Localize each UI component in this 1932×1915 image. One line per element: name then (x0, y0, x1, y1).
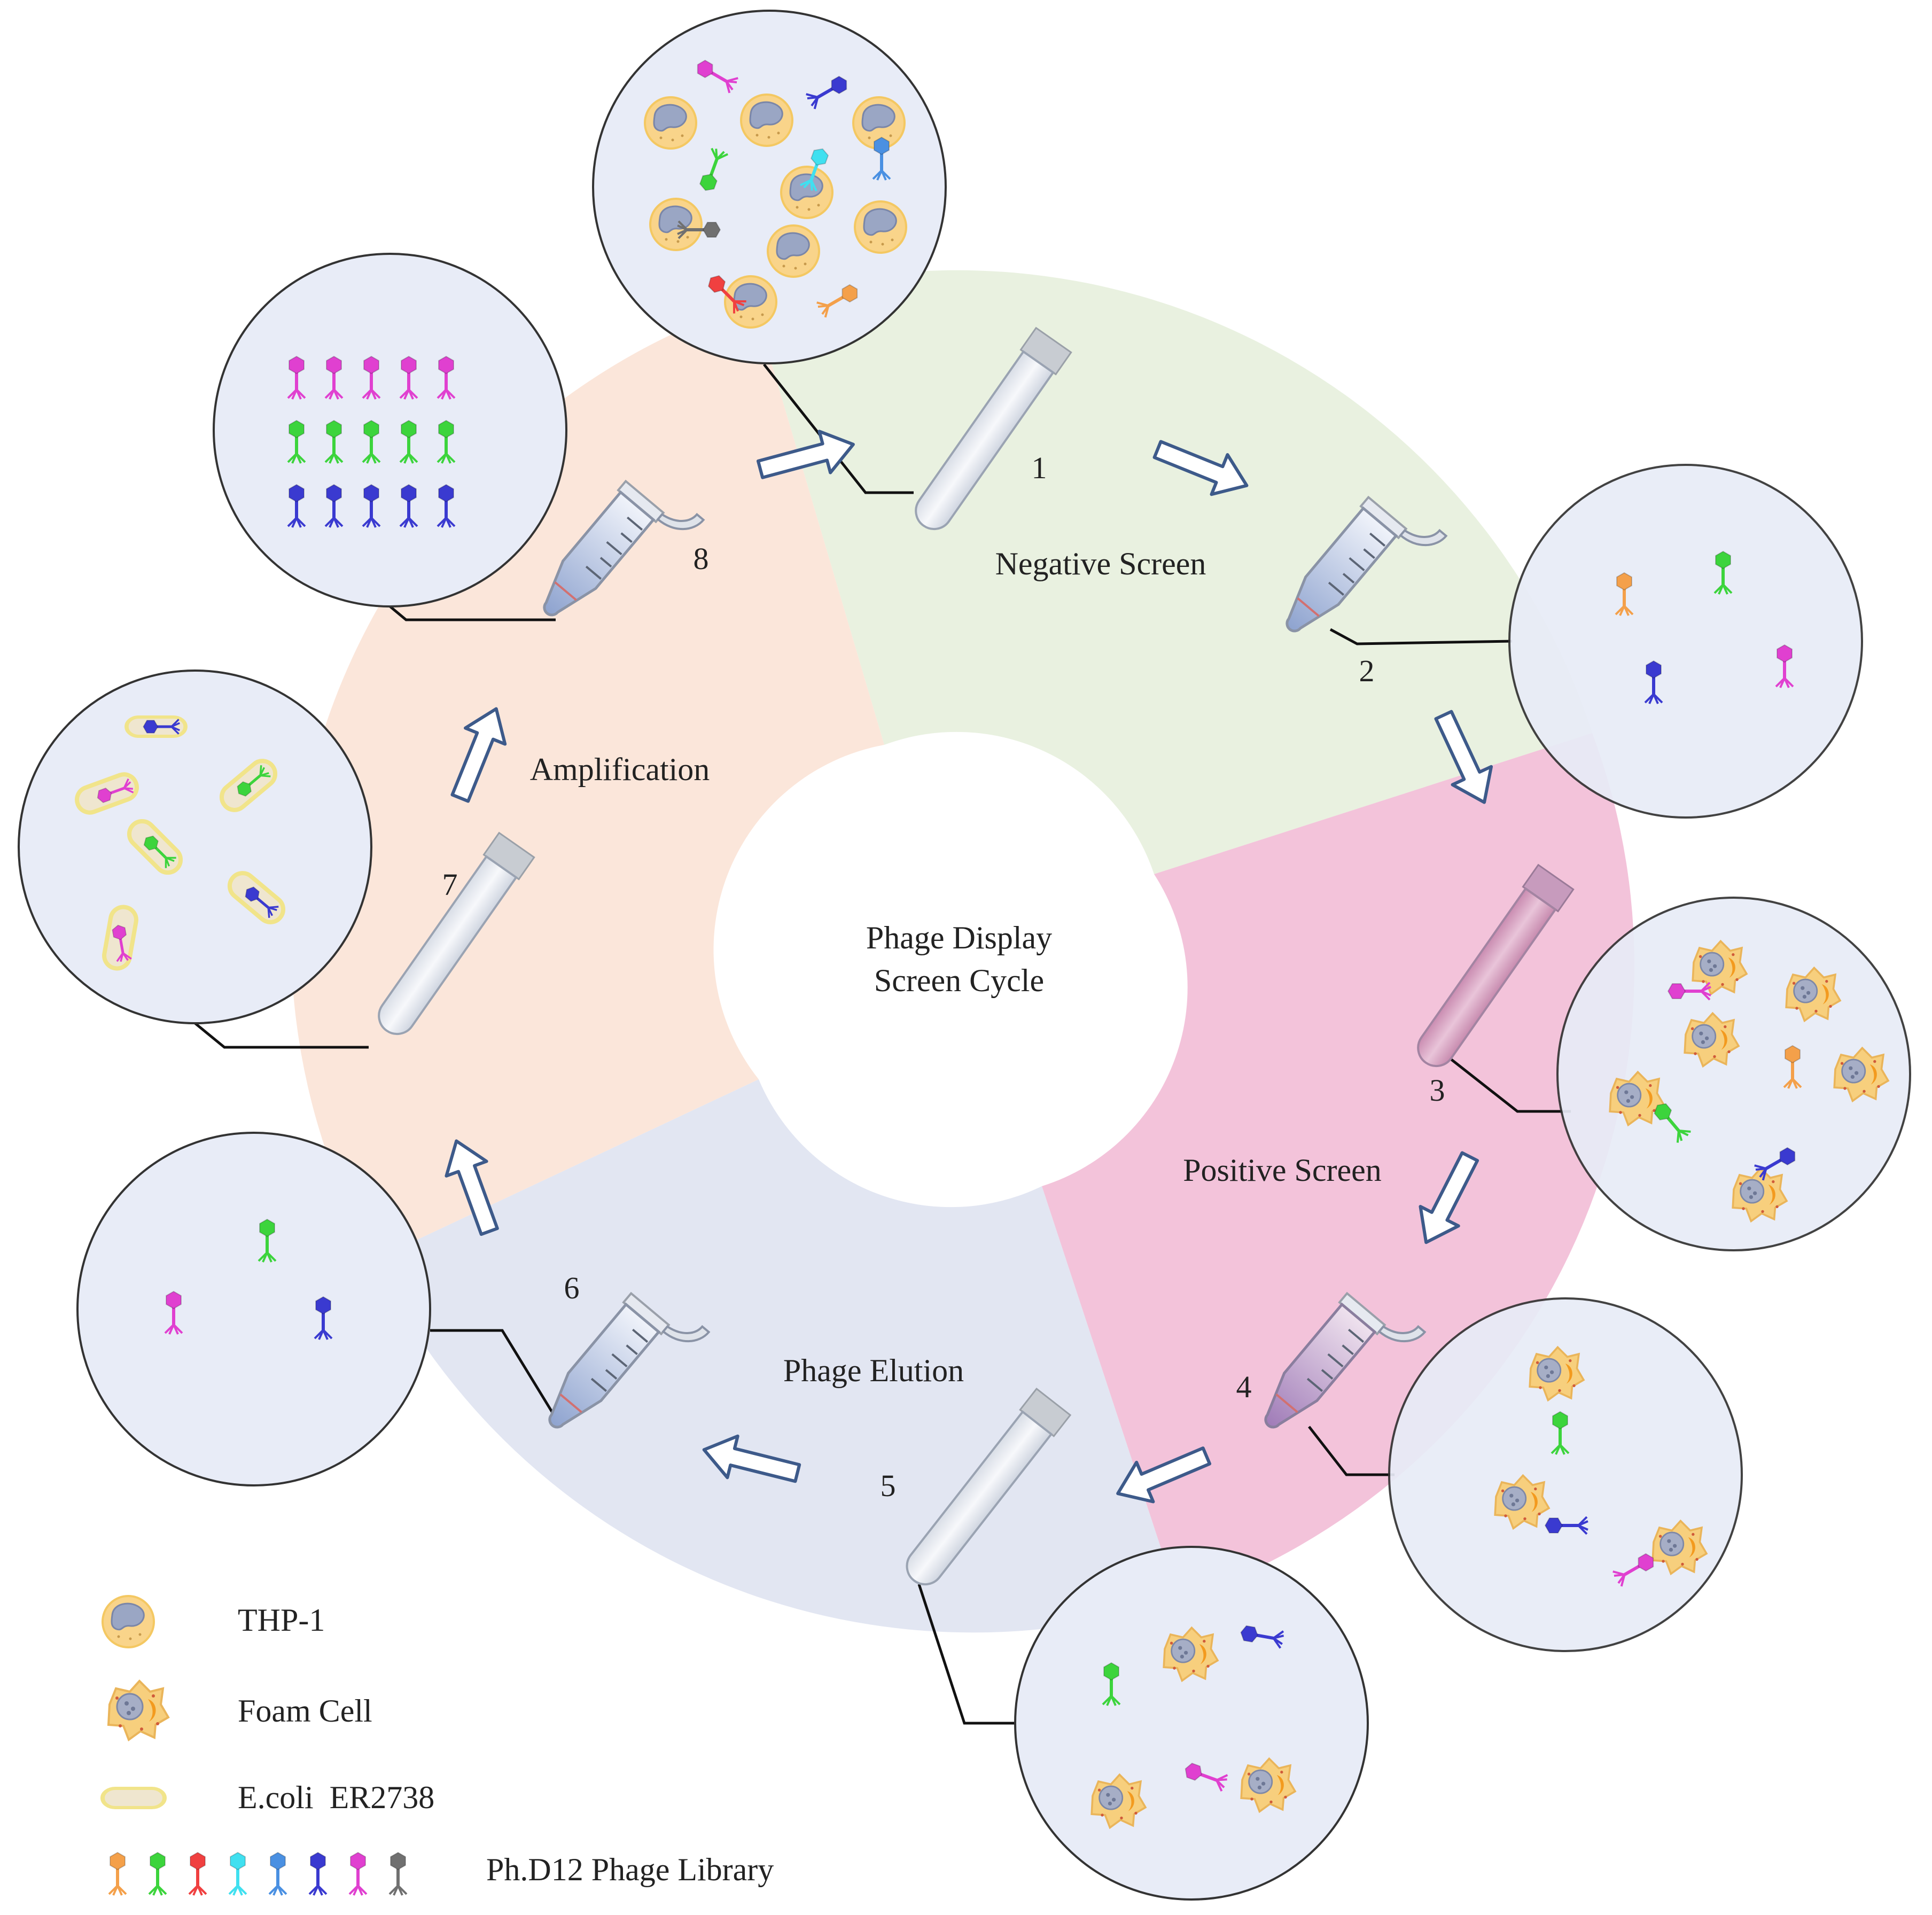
step-number-4: 4 (1236, 1369, 1252, 1404)
detail-circle-step-7 (18, 670, 372, 1024)
legend-phage-green-icon (148, 1851, 167, 1896)
detail-circle-step-5 (1014, 1546, 1369, 1901)
thp1-cell (767, 224, 820, 278)
connector-lines (194, 363, 1571, 1725)
legend (102, 1595, 408, 1896)
legend-phage-navy-icon (308, 1851, 328, 1896)
legend-phage-blue-icon (268, 1851, 287, 1896)
step-number-1: 1 (1032, 450, 1047, 485)
detail-circle-step-2 (1508, 464, 1863, 819)
thp1-cell (644, 96, 697, 150)
step-number-6: 6 (564, 1271, 580, 1305)
thp1-cell (740, 94, 793, 147)
legend-ecoli-label: E.coli ER2738 (238, 1780, 435, 1815)
step-number-2: 2 (1359, 653, 1375, 688)
label-amplification: Amplification (530, 752, 710, 787)
legend-ecoli-icon (103, 1788, 165, 1808)
label-phage-elution: Phage Elution (783, 1353, 964, 1388)
center-title-line-1: Phage Display (866, 920, 1052, 955)
detail-circle-step-4 (1388, 1297, 1743, 1652)
detail-circle-step-3 (1556, 897, 1911, 1251)
legend-phage-red-icon (188, 1851, 207, 1896)
legend-phage-magenta-icon (348, 1851, 368, 1896)
detail-circle-step-8 (213, 253, 567, 608)
step-number-3: 3 (1430, 1073, 1445, 1108)
label-positive-screen: Positive Screen (1183, 1153, 1382, 1188)
step-number-5: 5 (881, 1468, 896, 1503)
step-number-7: 7 (442, 867, 458, 902)
detail-circle-step-6 (76, 1132, 431, 1486)
legend-phage-orange-icon (108, 1851, 127, 1896)
legend-foam-cell-icon (107, 1680, 169, 1741)
legend-thp1-label: THP-1 (238, 1602, 325, 1638)
legend-phage-cyan-icon (228, 1851, 247, 1896)
legend-phage-gray-icon (388, 1851, 408, 1896)
center-title-line-2: Screen Cycle (874, 963, 1044, 998)
detail-circle-step-1 (592, 10, 947, 364)
sector-negative-screen (753, 270, 1592, 875)
legend-phage-library-label: Ph.D12 Phage Library (486, 1852, 774, 1887)
step-number-8: 8 (694, 541, 709, 576)
thp1-cell (780, 166, 833, 219)
legend-thp1-icon (102, 1595, 155, 1648)
center-hole (745, 756, 1173, 1184)
label-negative-screen: Negative Screen (995, 546, 1206, 581)
thp1-cell (854, 200, 907, 254)
thp1-cell (649, 198, 703, 251)
legend-foam-cell-label: Foam Cell (238, 1693, 372, 1729)
